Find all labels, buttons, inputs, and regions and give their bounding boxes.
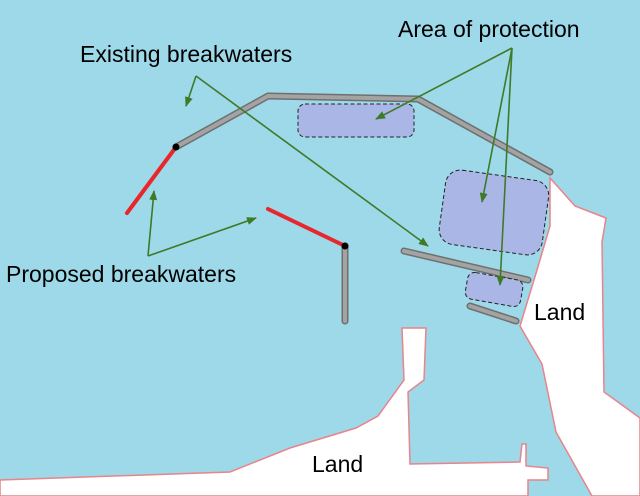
proposed-breakwaters xyxy=(125,143,349,250)
existing-breakwaters xyxy=(172,92,554,325)
label-area-of-protection: Area of protection xyxy=(398,16,580,42)
protection-area-east xyxy=(438,169,550,256)
label-land-bottom: Land xyxy=(312,451,363,477)
land-bottom xyxy=(0,327,549,496)
arrow-protection-to-north xyxy=(375,47,513,120)
arrow-existing-to-mid xyxy=(195,75,429,247)
arrow-protection-to-south xyxy=(496,47,513,286)
junction-point-middle xyxy=(341,242,349,250)
protection-area-south xyxy=(464,271,524,308)
label-proposed-breakwaters: Proposed breakwaters xyxy=(6,261,236,287)
label-land-right: Land xyxy=(534,299,585,325)
annotation-arrows xyxy=(147,47,513,286)
arrow-proposed-to-middle xyxy=(147,217,257,257)
proposed-breakwater-west xyxy=(125,145,178,215)
arrow-proposed-to-west xyxy=(147,190,158,257)
arrow-protection-to-east xyxy=(479,47,513,203)
existing-breakwater-south xyxy=(468,304,518,323)
existing-breakwater-north-inner xyxy=(174,94,552,174)
junction-point-west xyxy=(172,143,180,151)
proposed-breakwater-middle xyxy=(266,207,347,248)
land-right xyxy=(519,176,640,496)
label-existing-breakwaters: Existing breakwaters xyxy=(80,41,292,67)
existing-breakwater-mid xyxy=(402,249,530,282)
arrow-existing-to-north xyxy=(185,75,197,107)
